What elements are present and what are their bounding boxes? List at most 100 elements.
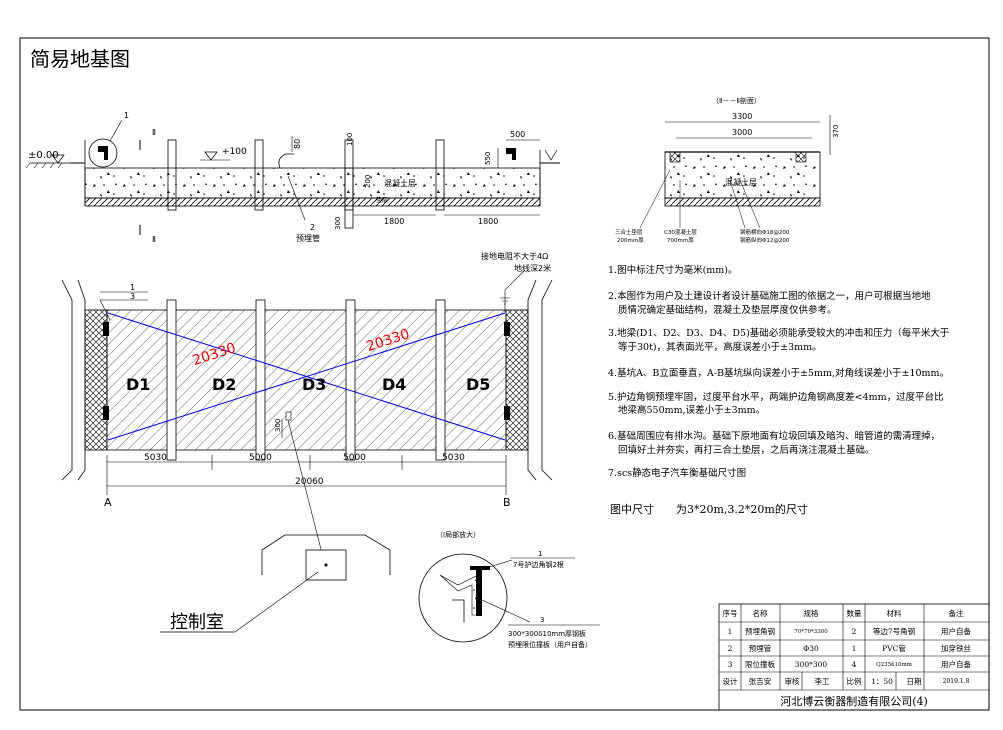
pit-label-d3: D3 bbox=[302, 375, 326, 394]
elev-dim-100: 100 bbox=[346, 133, 354, 146]
pit-label-d1: D1 bbox=[126, 375, 150, 394]
elevation-view: ±0.00 1 Ⅱ Ⅱ +100 bbox=[25, 111, 560, 244]
plan-callout-3: 3 bbox=[130, 292, 135, 301]
span-4: 5030 bbox=[442, 453, 465, 463]
note-5b: 地梁高550mm,误差小于±3mm。 bbox=[618, 404, 765, 416]
bom-r2-no: 2 bbox=[728, 644, 733, 653]
bom-r3-no: 3 bbox=[728, 660, 733, 669]
section-view: （Ⅱ－－Ⅱ剖面） 3300 3000 370 混凝土层 三合土垫层 200mm厚… bbox=[615, 96, 840, 244]
bom-r1-name: 预埋角钢 bbox=[745, 626, 775, 636]
control-room: 控制室 bbox=[160, 534, 391, 633]
detail-c1: 1 bbox=[538, 550, 542, 558]
bom-review-label: 审核 bbox=[785, 676, 800, 686]
bom-r1-note: 用户自备 bbox=[941, 626, 971, 636]
bom-r3-mat: Q235δ10mm bbox=[876, 662, 913, 668]
detail-c3-text2: 预埋限位撞板（用户自备） bbox=[508, 640, 592, 649]
section-note-a: 三合土垫层 bbox=[615, 228, 643, 236]
size-label: 图中尺寸 bbox=[610, 502, 654, 516]
point-a: A bbox=[104, 496, 112, 509]
bom-r1-spec: 70*70*3300 bbox=[794, 629, 828, 635]
point-b: B bbox=[503, 496, 511, 509]
detail-label: （Ⅰ局部放大） bbox=[436, 530, 480, 539]
plan-callout-1: 1 bbox=[130, 283, 135, 292]
bom-h-spec: 规格 bbox=[804, 608, 819, 618]
section-note-c2: 钢筋纵向Φ12@200 bbox=[740, 236, 790, 244]
span-1: 5030 bbox=[144, 453, 167, 463]
company-name: 河北博云衡器制造有限公司(4) bbox=[780, 694, 928, 708]
diagonal-2 bbox=[107, 312, 506, 441]
bom-r2-mat: PVC管 bbox=[882, 643, 906, 653]
bom-r1-qty: 2 bbox=[852, 627, 857, 636]
bom-h-name: 名称 bbox=[753, 608, 768, 618]
span-2: 5000 bbox=[249, 453, 272, 463]
section-note-b: C30混凝土层 bbox=[664, 228, 697, 236]
section-w-outer: 3300 bbox=[732, 112, 752, 121]
elev-pipe-label: 预埋管 bbox=[296, 233, 320, 243]
section-h-right: 370 bbox=[832, 125, 840, 138]
note-1: 1.图中标注尺寸为毫米(mm)。 bbox=[608, 264, 738, 276]
note-2a: 2.本图作为用户及土建设计者设计基础施工图的依据之一，用户可根据当地地 bbox=[608, 290, 931, 302]
bom-table: 序号 名称 规格 数量 材料 备注 1 预埋角钢 70*70*3300 2 等边… bbox=[718, 603, 990, 711]
bom-r3-name: 限位撞板 bbox=[745, 659, 775, 669]
detail-c1-text: 7号护边角钢2根 bbox=[513, 560, 564, 569]
bom-h-no: 序号 bbox=[723, 608, 738, 618]
note-7: 7.scs静态电子汽车衡基础尺寸图 bbox=[608, 467, 746, 479]
bom-r2-name: 预埋管 bbox=[749, 643, 772, 653]
sheet-frame bbox=[19, 37, 990, 711]
total-length: 20060 bbox=[295, 477, 324, 487]
bom-r3-note: 用户自备 bbox=[941, 659, 971, 669]
bom-design-label: 设计 bbox=[723, 676, 738, 686]
detail-view: （Ⅰ局部放大） 1 7号护边角钢2根 3 300*300δ10mm厚钢板 预埋限… bbox=[418, 530, 600, 649]
elev-dim-300: 300 bbox=[334, 217, 342, 230]
bom-r3-qty: 4 bbox=[852, 660, 857, 669]
bom-r1-no: 1 bbox=[728, 627, 733, 636]
note-5a: 5.护边角钢预埋牢固，过度平台水平，两端护边角钢高度差<4mm，过度平台比 bbox=[608, 391, 944, 403]
elev-fill-label: 混凝土层 bbox=[384, 178, 416, 188]
bom-r2-note: 加穿铁丝 bbox=[941, 643, 971, 653]
elev-dim-200: 200 bbox=[364, 175, 372, 188]
bom-reviewer: 李工 bbox=[815, 676, 830, 686]
bom-scale: 1：50 bbox=[871, 677, 893, 686]
note-6a: 6.基础周围应有排水沟。基础下原地面有垃圾回填及暗沟、暗管道的需清理掉， bbox=[608, 430, 940, 442]
elev-callout-2: 2 bbox=[310, 223, 315, 232]
bom-r2-qty: 1 bbox=[852, 644, 857, 653]
ground-note-1: 接地电阻不大于4Ω bbox=[481, 251, 548, 261]
section-note-b2: 700mm厚 bbox=[667, 237, 694, 244]
elev-dim-550: 550 bbox=[484, 152, 492, 165]
note-6b: 回填好土并夯实，再打三合土垫层，之后再浇注混凝土基础。 bbox=[618, 444, 875, 456]
elevation-zero: ±0.00 bbox=[28, 150, 59, 161]
ground-note-2: 地线深2米 bbox=[514, 263, 551, 273]
note-4: 4.基坑A、B立面垂直，A-B基坑纵向误差小于±5mm,对角线误差小于±10mm… bbox=[608, 367, 949, 379]
bom-h-mat: 材料 bbox=[887, 608, 902, 618]
bom-designer: 张吉安 bbox=[749, 676, 772, 686]
pit-label-d5: D5 bbox=[466, 375, 490, 394]
detail-c3: 3 bbox=[540, 616, 544, 624]
level-marker-icon bbox=[51, 154, 65, 164]
span-3: 5000 bbox=[343, 453, 366, 463]
bom-r2-spec: Φ30 bbox=[803, 644, 819, 653]
notes-block: 1.图中标注尺寸为毫米(mm)。 2.本图作为用户及土建设计者设计基础施工图的依… bbox=[608, 264, 949, 479]
section-label: （Ⅱ－－Ⅱ剖面） bbox=[712, 96, 761, 105]
page-title: 简易地基图 bbox=[30, 47, 130, 71]
elev-dim-1800b: 1800 bbox=[478, 217, 498, 226]
pit-label-d4: D4 bbox=[382, 375, 406, 394]
plan-view: 20330 20330 D1 D2 D3 D4 D5 300 1 3 接地电阻不… bbox=[61, 251, 553, 566]
elev-callout-1: 1 bbox=[124, 111, 129, 120]
elev-cushion-label: 垫层 bbox=[376, 196, 388, 204]
bom-h-qty: 数量 bbox=[847, 608, 862, 618]
elev-dim-1800a: 1800 bbox=[384, 217, 404, 226]
elev-dim-80: 80 bbox=[293, 139, 302, 149]
size-value: 为3*20m,3.2*20m的尺寸 bbox=[676, 502, 808, 516]
section-note-a2: 200mm厚 bbox=[617, 237, 644, 244]
sec-mark-bottom: Ⅱ bbox=[152, 235, 156, 244]
bom-r1-mat: 等边7号角钢 bbox=[873, 626, 915, 636]
section-note-c: 钢筋横向Φ18@200 bbox=[740, 228, 790, 236]
note-3b: 等于30t)，其表面光平，高度误差小于±3mm。 bbox=[618, 341, 822, 353]
section-w-inner: 3000 bbox=[732, 128, 752, 137]
control-room-label: 控制室 bbox=[170, 612, 224, 633]
bom-h-note: 备注 bbox=[949, 608, 964, 618]
bom-date-label: 日期 bbox=[907, 677, 922, 686]
sec-mark-top: Ⅱ bbox=[152, 128, 156, 137]
